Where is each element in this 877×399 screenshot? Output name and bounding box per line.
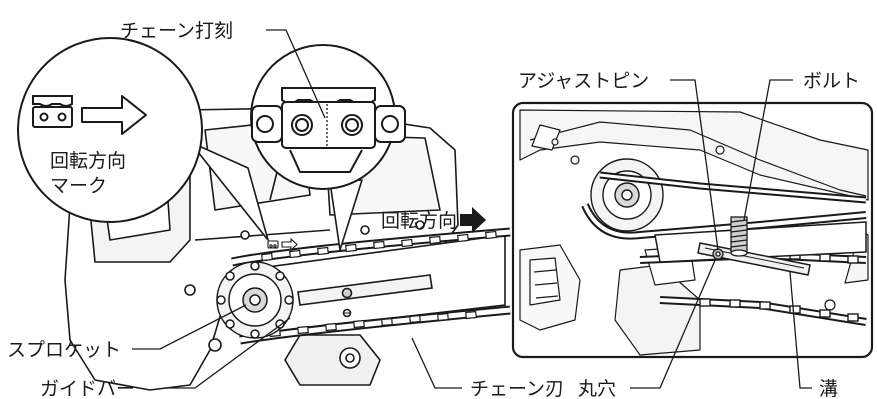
right-arrow-icon	[81, 95, 147, 135]
detail-inset	[511, 101, 874, 359]
chain-link-icon	[32, 95, 73, 128]
chain-blade-label: チェーン刃	[470, 378, 564, 399]
chain-mark-leader	[266, 29, 326, 119]
sprocket	[216, 261, 294, 339]
rotation-direction-label: 回転方向	[381, 210, 457, 232]
adjust-pin	[712, 248, 724, 260]
bolt-label: ボルト	[803, 70, 860, 92]
chain-link-icon	[267, 240, 279, 249]
adjust-pin-label: アジャストピン	[518, 70, 649, 92]
guide-bar-label: ガイドバー	[40, 378, 135, 399]
bolt	[730, 216, 748, 257]
groove-label: 溝	[819, 378, 838, 399]
rotation-direction-arrow-icon	[460, 207, 486, 233]
sprocket-label: スプロケット	[7, 339, 121, 361]
chain-link-icon	[251, 87, 406, 173]
chain-mark-callout: チェーン打刻	[120, 20, 406, 251]
small-right-arrow-icon	[281, 237, 298, 252]
round-hole-label: 丸穴	[578, 378, 616, 399]
leader-lines	[132, 79, 812, 389]
rotation-mark-callout: 回転方向 マーク	[17, 37, 269, 241]
rotation-mark-label-line2: マーク	[50, 175, 107, 197]
chain-mark-label: チェーン打刻	[120, 20, 233, 42]
rotation-mark-label-line1: 回転方向	[50, 150, 126, 172]
